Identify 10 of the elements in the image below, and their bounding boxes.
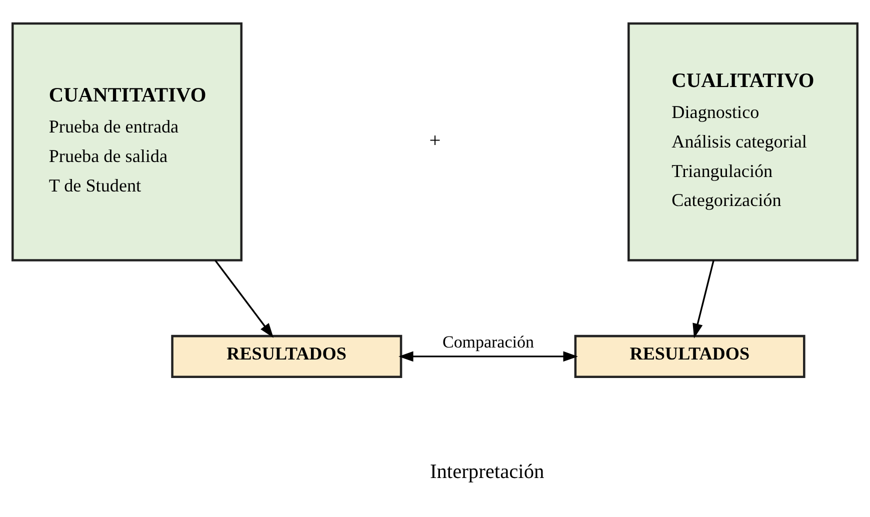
node-box: CUANTITATIVO Prueba de entrada Prueba de salida T de Student <box>11 22 242 262</box>
label: Interpretación <box>430 461 544 484</box>
label: + <box>429 130 441 152</box>
node-box: RESULTADOS <box>574 334 806 378</box>
node-box: CUALITATIVO Diagnostico Análisis categorial Triangulación Categorización <box>628 22 859 262</box>
node-box: RESULTADOS <box>171 334 402 378</box>
arrow <box>398 351 578 362</box>
edge-label: Comparación <box>442 332 534 352</box>
arrow <box>214 260 274 338</box>
arrow <box>692 260 714 338</box>
